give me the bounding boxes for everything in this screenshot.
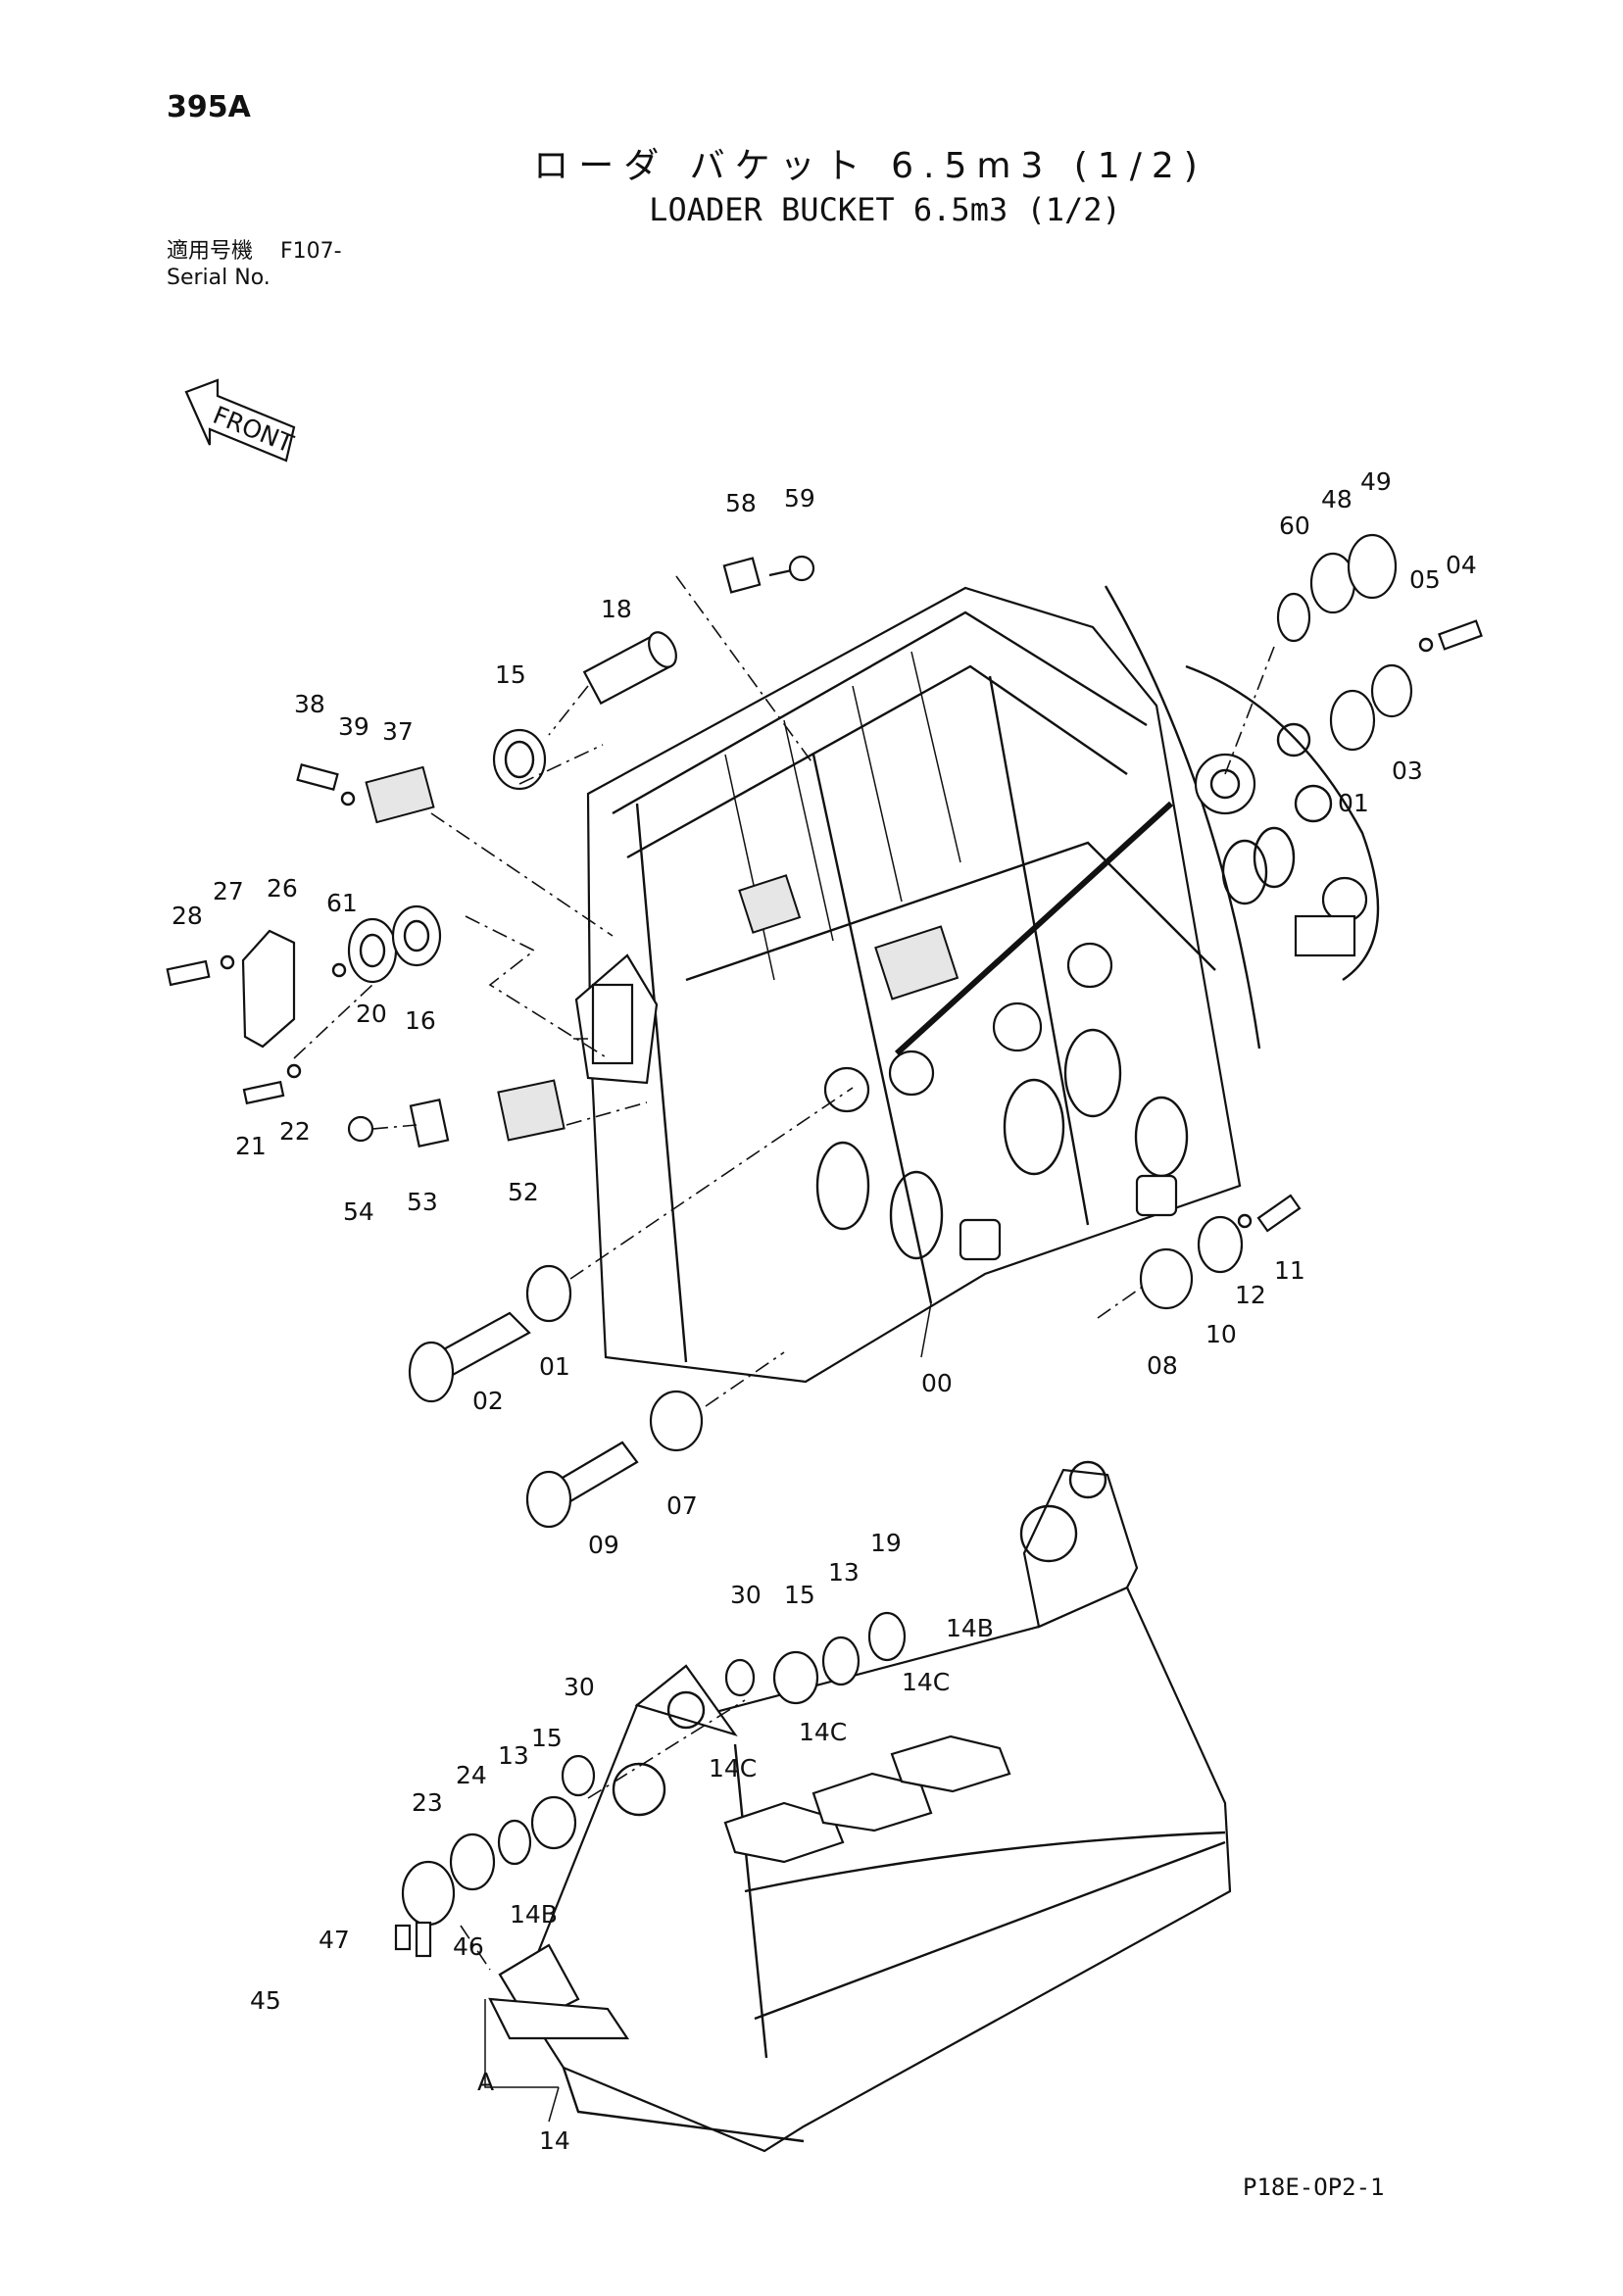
part-label-20: 20: [356, 1000, 387, 1028]
part-label-08: 08: [1147, 1351, 1178, 1380]
bucket-drawing: [488, 1460, 1232, 2153]
part-label-14C-right: 14C: [902, 1668, 950, 1696]
part-label-45: 45: [250, 1986, 281, 2015]
part-label-14B-upper: 14B: [946, 1614, 994, 1642]
part-label-59: 59: [784, 484, 815, 513]
serial-label-en: Serial No.: [167, 266, 270, 290]
bucket-frame-drawing: [574, 586, 1242, 1384]
part-label-14C-left: 14C: [709, 1754, 757, 1783]
part-label-03: 03: [1392, 757, 1423, 785]
part-labels: 58 59 18 15 38 39 37 28 27 26 61 20 16 2…: [172, 467, 1477, 2155]
part-label-12: 12: [1235, 1281, 1266, 1309]
part-label-14C-middle: 14C: [799, 1718, 847, 1746]
detail-marker-a: A: [477, 2068, 494, 2096]
part-label-04: 04: [1446, 551, 1477, 579]
part-label-27: 27: [213, 877, 244, 905]
part-label-18: 18: [601, 595, 632, 623]
part-label-05: 05: [1409, 565, 1441, 594]
part-label-30-upper: 30: [730, 1581, 762, 1609]
part-label-53: 53: [407, 1188, 438, 1216]
part-label-14: 14: [539, 2126, 570, 2155]
part-label-15-upper: 15: [784, 1581, 815, 1609]
footer-code: P18E-OP2-1: [1243, 2174, 1385, 2201]
part-label-26: 26: [267, 874, 298, 903]
part-label-02: 02: [472, 1387, 504, 1415]
part-label-16: 16: [405, 1006, 436, 1035]
part-label-47: 47: [319, 1926, 350, 1954]
part-label-11: 11: [1274, 1256, 1305, 1285]
part-label-46: 46: [453, 1932, 484, 1961]
front-arrow-label: FRONT: [209, 401, 298, 459]
serial-label-jp: 適用号機: [167, 239, 254, 264]
part-label-15-lower: 15: [531, 1724, 563, 1752]
part-label-13-lower: 13: [498, 1741, 529, 1770]
part-label-23: 23: [412, 1788, 443, 1817]
title-japanese: ローダ バケット 6.5m3 (1/2): [533, 146, 1207, 186]
part-label-19: 19: [870, 1529, 902, 1557]
part-label-01-lower: 01: [539, 1352, 570, 1381]
serial-value: F107-: [280, 239, 342, 264]
part-label-37: 37: [382, 717, 414, 746]
part-label-07: 07: [666, 1491, 698, 1520]
part-label-38: 38: [294, 690, 325, 718]
leader-lines: [293, 575, 1275, 2123]
part-label-60: 60: [1279, 512, 1310, 540]
part-label-10: 10: [1205, 1320, 1237, 1348]
loose-parts-drawing: [166, 533, 1483, 1958]
part-label-22: 22: [279, 1117, 311, 1146]
part-label-49: 49: [1360, 467, 1392, 496]
part-label-30-lower: 30: [564, 1673, 595, 1701]
part-label-28: 28: [172, 902, 203, 930]
part-label-54: 54: [343, 1197, 374, 1226]
part-label-48: 48: [1321, 485, 1352, 513]
part-label-58: 58: [725, 489, 757, 517]
part-label-00: 00: [921, 1369, 953, 1397]
detail-view-drawing: [894, 585, 1380, 1056]
part-label-61: 61: [326, 889, 358, 917]
part-label-09: 09: [588, 1531, 619, 1559]
part-label-01-upper: 01: [1338, 789, 1369, 817]
serial-block: 適用号機 F107- Serial No.: [167, 238, 342, 291]
page-number: 395A: [167, 90, 251, 124]
part-label-52: 52: [508, 1178, 539, 1206]
part-label-15: 15: [495, 660, 526, 689]
part-label-13-upper: 13: [828, 1558, 860, 1587]
front-arrow-icon: FRONT: [184, 378, 298, 463]
part-label-24: 24: [456, 1761, 487, 1789]
part-label-39: 39: [338, 712, 369, 741]
part-label-21: 21: [235, 1132, 267, 1160]
title-english: LOADER BUCKET 6.5m3 (1/2): [649, 191, 1121, 228]
part-label-14B-lower: 14B: [510, 1900, 558, 1929]
